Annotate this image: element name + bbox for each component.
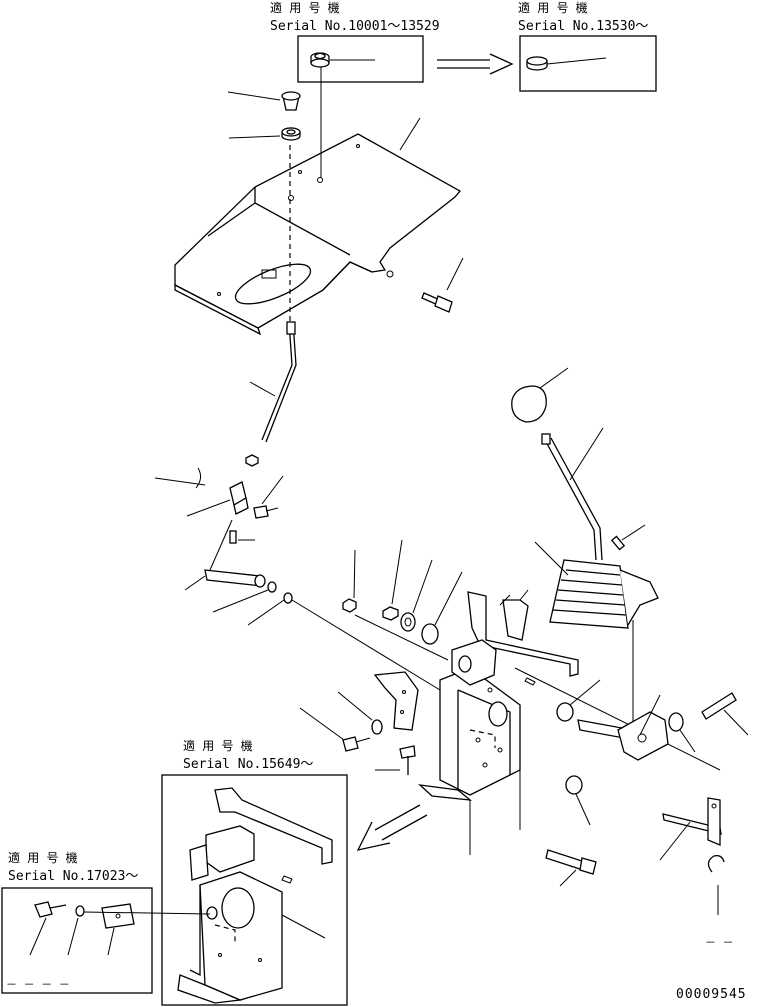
direction-arrow-to-inset: [356, 804, 428, 851]
split-pin: [707, 854, 725, 915]
small-nut-1: [342, 549, 357, 613]
axis-line-1: [354, 614, 449, 661]
serial-3-applicable: 適 用 号 機: [183, 738, 253, 753]
small-nut-2: [382, 539, 403, 621]
right-bushing: [668, 712, 696, 753]
link-rod-right: [659, 797, 722, 861]
knob-cap: [227, 91, 301, 111]
pivot-pin: [514, 667, 721, 771]
shift-knob: [511, 367, 569, 423]
upper-bracket-rod: [467, 589, 579, 677]
shift-lever: [541, 427, 604, 561]
serial-4-applicable: 適 用 号 機: [8, 850, 78, 865]
inset-box-old-grommet: [297, 35, 424, 83]
dash-mark-left: － － － －: [6, 978, 70, 991]
plate-bolt: [421, 257, 464, 313]
serial-3-range: Serial No.15649～: [183, 757, 313, 772]
washer-left: [337, 691, 383, 735]
serial-1-applicable: 適 用 号 機: [270, 0, 340, 15]
inset-box-15649: [161, 774, 348, 1006]
grommet: [228, 127, 301, 141]
shift-boot: [534, 541, 659, 629]
serial-2-range: Serial No.13530～: [518, 19, 648, 34]
right-clevis: [617, 694, 669, 761]
dash-mark-right: － －: [705, 936, 734, 949]
bolt-left-b: [375, 745, 416, 775]
direction-arrow-right: [437, 53, 514, 75]
main-bracket: [418, 639, 521, 855]
control-rod: [249, 321, 297, 443]
inset-box-new-plug: [519, 35, 657, 92]
floor-cover-plate: [174, 67, 462, 336]
bolt-left-a: [299, 707, 371, 752]
drawing-number: 00009545: [676, 987, 747, 1002]
left-pin: [229, 530, 255, 544]
bushing-2: [421, 571, 463, 645]
serial-2-applicable: 適 用 号 機: [518, 0, 588, 15]
side-plate: [373, 671, 419, 731]
shift-pin: [610, 524, 646, 551]
left-washers: [212, 581, 441, 691]
long-bolt: [519, 770, 597, 887]
serial-4-range: Serial No.17023～: [8, 869, 138, 884]
bushing-1: [400, 559, 433, 632]
left-bolt: [253, 475, 284, 519]
right-dowel: [701, 692, 749, 736]
left-clevis: [154, 467, 249, 517]
serial-1-range: Serial No.10001～13529: [270, 19, 440, 34]
rod-nut: [245, 454, 259, 467]
left-lever: [184, 519, 266, 591]
lower-bushing: [565, 775, 591, 826]
inset-box-17023: [1, 887, 211, 994]
